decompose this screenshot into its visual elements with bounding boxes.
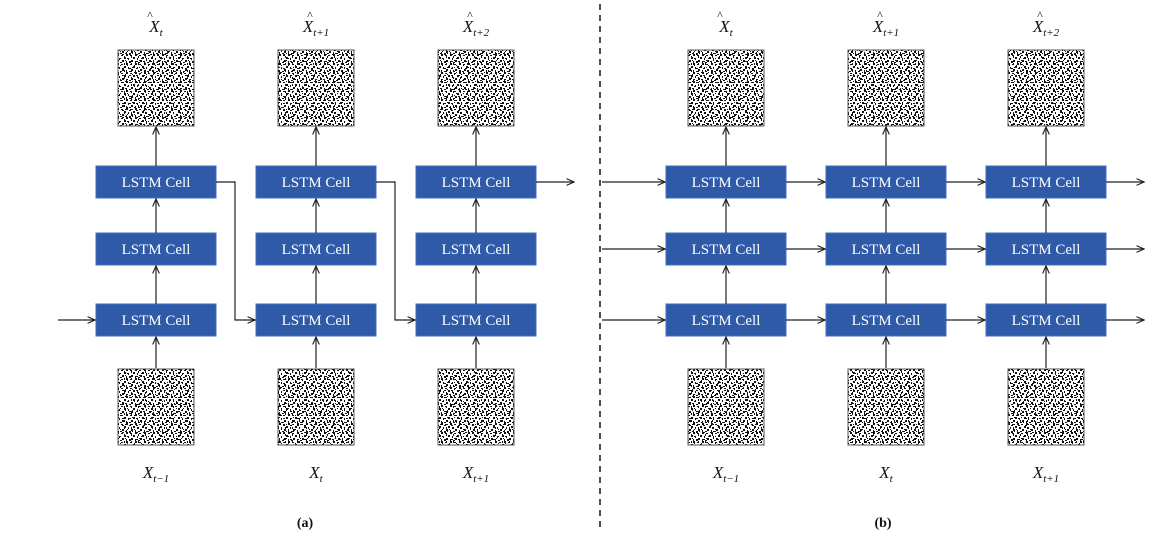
arrow-state-transfer — [216, 181, 255, 320]
arrow-state-transfer — [376, 181, 415, 320]
output-image-1-texture — [278, 50, 354, 126]
lstm-cell-c2-r1 — [985, 232, 1107, 266]
lstm-cell-c0-r1-label: LSTM Cell — [122, 242, 191, 258]
lstm-cell-c1-r1 — [255, 232, 377, 266]
lstm-cell-c1-r1-label: LSTM Cell — [282, 242, 351, 258]
lstm-cell-c2-r0-label: LSTM Cell — [442, 175, 511, 191]
lstm-cell-c1-r1 — [825, 232, 947, 266]
lstm-cell-c2-r2-label: LSTM Cell — [442, 313, 511, 329]
lstm-cell-c1-r0 — [255, 165, 377, 199]
lstm-cell-c2-r1-label: LSTM Cell — [442, 242, 511, 258]
input-image-1-texture — [848, 369, 924, 445]
lstm-cell-c2-r2-label: LSTM Cell — [1012, 313, 1081, 329]
lstm-cell-c2-r1-label: LSTM Cell — [1012, 242, 1081, 258]
input-image-0-texture — [118, 369, 194, 445]
input-image-2-texture — [438, 369, 514, 445]
output-label-0: Xt — [148, 17, 163, 39]
hat-accent: ^ — [467, 8, 473, 22]
lstm-cell-c1-r0-label: LSTM Cell — [852, 175, 921, 191]
lstm-cell-c2-r0 — [415, 165, 537, 199]
input-label-2: Xt+1 — [1032, 463, 1059, 485]
input-label-0: Xt−1 — [712, 463, 739, 485]
input-label-0: Xt−1 — [142, 463, 169, 485]
lstm-cell-c1-r2-label: LSTM Cell — [852, 313, 921, 329]
lstm-cell-c2-r0-label: LSTM Cell — [1012, 175, 1081, 191]
output-label-0: Xt — [718, 17, 733, 39]
output-image-2-texture — [1008, 50, 1084, 126]
lstm-cell-c0-r0 — [95, 165, 217, 199]
lstm-cell-c1-r2 — [825, 303, 947, 337]
output-label-1: Xt+1 — [872, 17, 899, 39]
input-image-1-texture — [278, 369, 354, 445]
output-image-2-texture — [438, 50, 514, 126]
output-image-0-texture — [118, 50, 194, 126]
input-image-0-texture — [688, 369, 764, 445]
input-image-2-texture — [1008, 369, 1084, 445]
input-label-1: Xt — [308, 463, 323, 485]
lstm-cell-c1-r2-label: LSTM Cell — [282, 313, 351, 329]
hat-accent: ^ — [147, 8, 153, 22]
input-label-1: Xt — [878, 463, 893, 485]
hat-accent: ^ — [1037, 8, 1043, 22]
lstm-cell-c0-r0-label: LSTM Cell — [122, 175, 191, 191]
lstm-cell-c1-r1-label: LSTM Cell — [852, 242, 921, 258]
lstm-cell-c0-r2 — [95, 303, 217, 337]
lstm-cell-c0-r1-label: LSTM Cell — [692, 242, 761, 258]
hat-accent: ^ — [717, 8, 723, 22]
lstm-cell-c1-r2 — [255, 303, 377, 337]
output-label-1: Xt+1 — [302, 17, 329, 39]
input-label-2: Xt+1 — [462, 463, 489, 485]
lstm-cell-c0-r2-label: LSTM Cell — [692, 313, 761, 329]
output-image-1-texture — [848, 50, 924, 126]
lstm-cell-c0-r0 — [665, 165, 787, 199]
caption-b: (b) — [874, 516, 891, 531]
lstm-cell-c2-r0 — [985, 165, 1107, 199]
output-label-2: Xt+2 — [462, 17, 490, 39]
lstm-cell-c0-r1 — [95, 232, 217, 266]
lstm-cell-c0-r2-label: LSTM Cell — [122, 313, 191, 329]
hat-accent: ^ — [307, 8, 313, 22]
lstm-cell-c1-r0-label: LSTM Cell — [282, 175, 351, 191]
hat-accent: ^ — [877, 8, 883, 22]
lstm-cell-c0-r0-label: LSTM Cell — [692, 175, 761, 191]
output-image-0-texture — [688, 50, 764, 126]
caption-a: (a) — [297, 516, 314, 531]
lstm-cell-c2-r2 — [985, 303, 1107, 337]
output-label-2: Xt+2 — [1032, 17, 1060, 39]
lstm-cell-c0-r2 — [665, 303, 787, 337]
lstm-cell-c0-r1 — [665, 232, 787, 266]
lstm-cell-c1-r0 — [825, 165, 947, 199]
